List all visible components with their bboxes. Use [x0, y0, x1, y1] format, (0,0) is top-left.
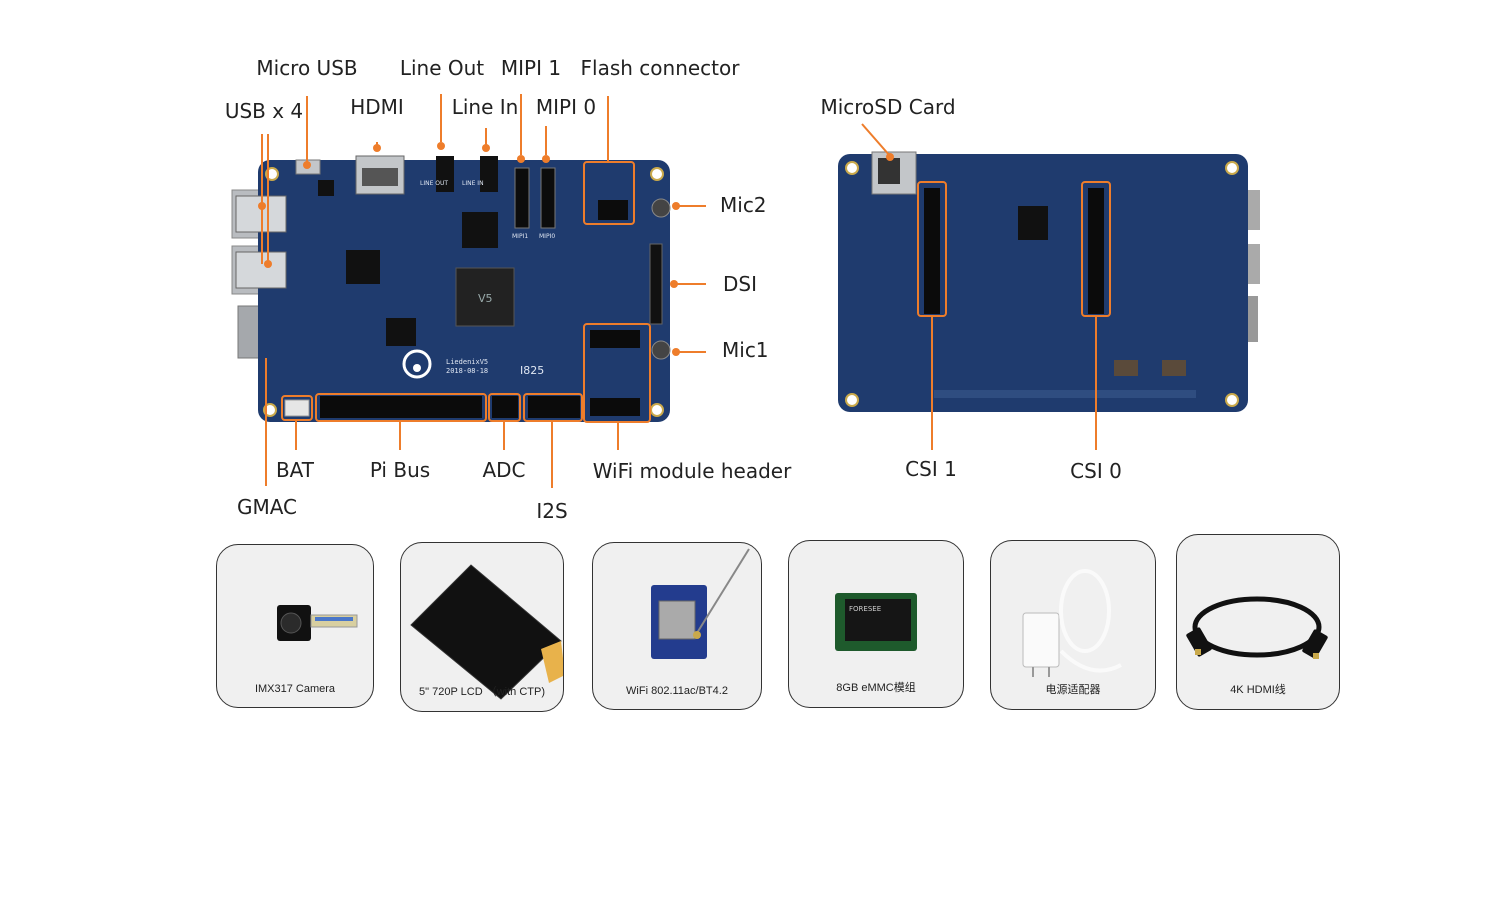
board-diagram: LINE OUT LINE IN MIPI1 MIPI0 V5 Liedenix…: [225, 56, 1260, 523]
mipi1-connector: [514, 167, 530, 229]
pi-bus-header: [320, 396, 482, 418]
csi0-connector: [1088, 188, 1104, 314]
back-pcb: [838, 154, 1248, 412]
audio-jack-out: [436, 156, 454, 192]
board-code-silk: I825: [520, 364, 544, 377]
label-mipi1: MIPI 1: [501, 56, 561, 80]
aux-chip: [386, 318, 416, 346]
label-flash-connector: Flash connector: [581, 56, 741, 80]
lcd-panel-icon: [410, 564, 563, 700]
mount-hole: [845, 393, 859, 407]
label-usb-x4: USB x 4: [225, 99, 303, 123]
emmc-module-icon: FORESEE: [835, 593, 917, 651]
label-mic2: Mic2: [720, 193, 767, 217]
csi1-connector: [924, 188, 940, 314]
back-component: [1162, 360, 1186, 376]
ram-chip: [462, 212, 498, 248]
mic2-capsule: [651, 198, 671, 218]
label-mipi0: MIPI 0: [536, 95, 596, 119]
label-pi-bus: Pi Bus: [370, 458, 430, 482]
power-adapter-icon: [1022, 569, 1122, 677]
mount-hole: [845, 161, 859, 175]
mount-hole: [1225, 161, 1239, 175]
back-leaders: [861, 123, 1097, 450]
adc-header: [492, 396, 518, 418]
board-name-silk: LiedenixV5: [446, 358, 488, 366]
wifi-module-icon: [651, 548, 750, 659]
mic1-capsule: [651, 340, 671, 360]
accessory-label: 4K HDMI线: [1230, 684, 1286, 696]
front-leaders: [258, 94, 706, 488]
wifi-header-top: [590, 330, 640, 348]
label-wifi-header: WiFi module header: [593, 459, 792, 483]
microsd-card: [878, 158, 900, 184]
mipi0-connector: [540, 167, 556, 229]
label-dsi: DSI: [723, 272, 757, 296]
label-line-in: Line In: [452, 95, 519, 119]
back-pin-row: [1026, 390, 1196, 398]
label-hdmi: HDMI: [350, 95, 404, 119]
hdmi-slot: [362, 168, 398, 186]
accessory-label: 电源适配器: [1045, 684, 1101, 696]
hdmi-cable-icon: [1186, 596, 1328, 659]
label-micro-usb: Micro USB: [256, 56, 357, 80]
brand-logo-dot: [413, 364, 421, 372]
line-in-silk: LINE IN: [462, 180, 484, 187]
line-out-silk: LINE OUT: [420, 180, 448, 187]
accessory-card-power: 电源适配器: [990, 540, 1156, 710]
label-i2s: I2S: [536, 499, 567, 523]
mount-hole: [650, 403, 664, 417]
board-date-silk: 2018-08-18: [446, 367, 488, 375]
label-csi0: CSI 0: [1070, 459, 1122, 483]
label-gmac: GMAC: [237, 495, 297, 519]
mount-hole: [650, 167, 664, 181]
front-board: LINE OUT LINE IN MIPI1 MIPI0 V5 Liedenix…: [231, 94, 706, 488]
back-pin-row: [934, 390, 1044, 398]
audio-jack-in: [480, 156, 498, 192]
dsi-connector: [649, 243, 663, 325]
callout-labels: Micro USB Line Out MIPI 1 Flash connecto…: [225, 56, 1122, 523]
brand-logo-icon: [402, 349, 432, 379]
label-adc: ADC: [482, 458, 525, 482]
bat-connector: [284, 399, 310, 417]
label-mic1: Mic1: [722, 338, 769, 362]
pmic-chip: [346, 250, 380, 284]
label-bat: BAT: [276, 458, 315, 482]
mount-hole: [1225, 393, 1239, 407]
emmc-chip-label: FORESEE: [849, 605, 881, 613]
label-csi1: CSI 1: [905, 457, 957, 481]
soc-label: V5: [478, 292, 493, 305]
capacitor: [318, 180, 334, 196]
label-line-out: Line Out: [400, 56, 484, 80]
accessory-card-hdmi: 4K HDMI线: [1176, 534, 1340, 710]
wifi-header-bottom: [590, 398, 640, 416]
back-component: [1114, 360, 1138, 376]
mipi1-silk: MIPI1: [512, 233, 528, 240]
accessory-card-wifi: WiFi 802.11ac/BT4.2: [592, 542, 762, 710]
camera-module-icon: [277, 605, 358, 641]
accessory-card-lcd: 5" 720P LCD （with CTP): [400, 542, 564, 712]
i2s-header: [528, 396, 580, 418]
accessory-card-emmc: FORESEE 8GB eMMC模组: [788, 540, 964, 708]
back-chip: [1018, 206, 1048, 240]
accessory-label: 8GB eMMC模组: [836, 682, 916, 694]
accessory-label: 5" 720P LCD （with CTP): [419, 686, 545, 698]
accessory-label: IMX317 Camera: [254, 683, 336, 695]
label-microsd: MicroSD Card: [820, 95, 955, 119]
mipi0-silk: MIPI0: [539, 233, 555, 240]
accessory-label: WiFi 802.11ac/BT4.2: [626, 685, 728, 697]
flash-socket: [598, 200, 628, 220]
back-board: [838, 123, 1260, 450]
accessory-card-camera: IMX317 Camera: [216, 544, 374, 708]
soc-chip: [455, 267, 515, 327]
